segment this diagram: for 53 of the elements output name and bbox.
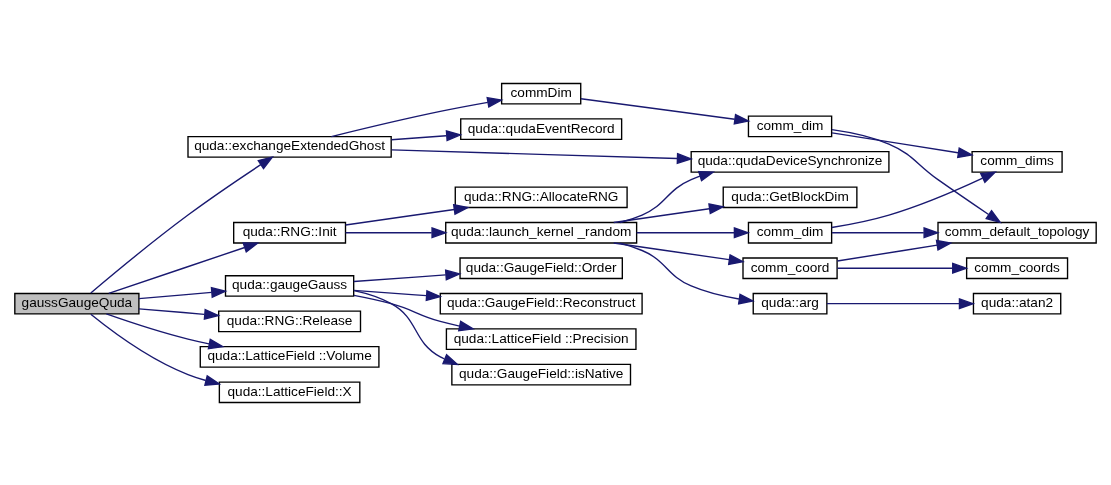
node-box: quda::RNG::Init	[233, 221, 347, 244]
arrow	[836, 239, 953, 262]
node-box: quda::LatticeField::X	[218, 380, 361, 403]
arrow	[353, 289, 460, 365]
arrow	[344, 203, 470, 226]
arrow	[826, 297, 976, 309]
arrow	[619, 170, 716, 223]
arrow	[344, 226, 448, 238]
arrow	[391, 148, 694, 164]
arrow	[138, 307, 221, 320]
arrow	[580, 97, 751, 125]
node-box: quda::arg	[752, 292, 828, 315]
arrow	[619, 241, 755, 305]
node-box: quda::qudaEventRecord	[460, 117, 623, 140]
arrow	[613, 202, 726, 223]
node-box: quda::GaugeField::Reconstruct	[439, 292, 643, 315]
arrow	[390, 129, 463, 142]
node-box: comm_coord	[742, 256, 838, 279]
node-box: gaussGaugeQuda	[14, 292, 140, 315]
node-box: quda::RNG::Release	[218, 310, 362, 332]
arrow	[353, 289, 443, 301]
node-box: comm_coords	[965, 256, 1069, 279]
node-box: quda::GaugeField::isNative	[451, 363, 632, 385]
arrow	[353, 268, 462, 282]
arrow	[90, 155, 275, 294]
arrow	[836, 262, 969, 274]
arrow	[90, 313, 222, 386]
node-box: quda::GetBlockDim	[722, 185, 858, 208]
node-box: quda::LatticeField ::Volume	[199, 345, 380, 368]
arrow	[330, 96, 504, 137]
node-box: comm_dim	[747, 221, 833, 244]
arrow	[831, 128, 1002, 223]
node-box: quda::gaugeGauss	[224, 274, 355, 297]
node-box: quda::RNG::AllocateRNG	[454, 185, 628, 208]
arrow	[105, 312, 225, 349]
node-box: comm_default_topology	[937, 221, 1097, 244]
arrow	[353, 294, 476, 332]
arrow	[613, 241, 745, 265]
node-box: commDim	[500, 82, 582, 105]
node-box: quda::exchangeExtendedGhost	[187, 135, 392, 158]
node-box: quda::launch_kernel _random	[445, 221, 638, 244]
node-box: comm_dims	[971, 150, 1063, 173]
node-box: quda::atan2	[972, 292, 1062, 315]
arrow	[831, 131, 974, 158]
arrow	[138, 286, 228, 299]
node-box: quda::LatticeField ::Precision	[445, 327, 637, 350]
node-box: quda::qudaDeviceSynchronize	[690, 150, 890, 173]
node-box: quda::GaugeField::Order	[459, 256, 623, 279]
node-box: comm_dim	[747, 115, 833, 137]
arrow	[108, 241, 260, 294]
arrow	[831, 170, 997, 228]
arrow	[635, 226, 751, 238]
arrow	[831, 226, 940, 238]
